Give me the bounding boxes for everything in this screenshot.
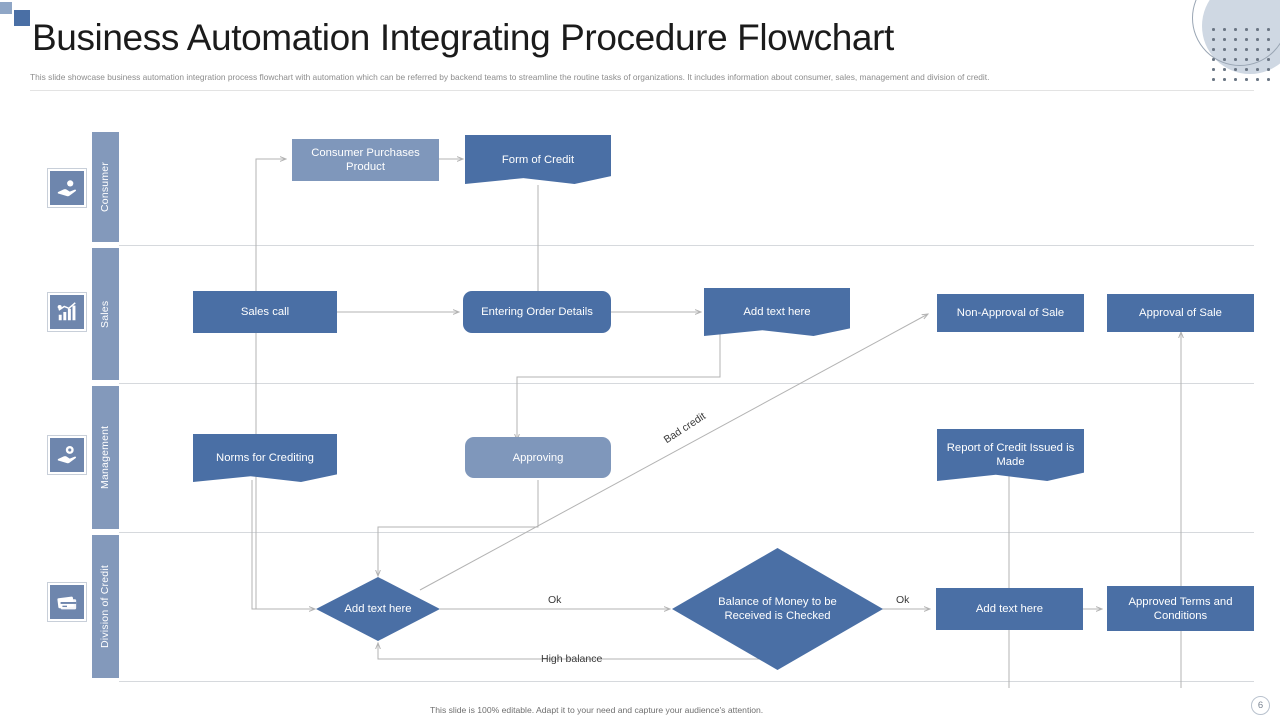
node-non-approval-of-sale[interactable]: Non-Approval of Sale: [937, 294, 1084, 332]
node-label: Norms for Crediting: [216, 452, 314, 464]
node-credit-add-text-here[interactable]: Add text here: [316, 577, 440, 641]
edge-label-high-balance: High balance: [541, 653, 603, 665]
page-number-badge: 6: [1251, 696, 1270, 715]
node-label: Form of Credit: [501, 153, 575, 166]
edge-bad-credit-diagonal: [419, 314, 928, 591]
lane-icon-consumer[interactable]: [47, 168, 87, 208]
node-credit-add-text-here-2[interactable]: Add text here: [936, 588, 1083, 630]
node-label: Consumer Purchases Product: [311, 147, 420, 173]
swimlane-band-division-of-credit[interactable]: Division of Credit: [92, 535, 119, 678]
page-subtitle: This slide showcase business automation …: [30, 72, 990, 82]
connector-layer: [251, 100, 1280, 688]
credit-cards-icon: [57, 596, 77, 610]
edge-sales-add-text-to-approving: [517, 332, 721, 440]
decorative-square-dark: [14, 10, 30, 26]
node-approval-of-sale[interactable]: Approval of Sale: [1107, 294, 1254, 332]
lane-icon-division-of-credit[interactable]: [47, 582, 87, 622]
swimlane-band-sales[interactable]: Sales: [92, 248, 119, 380]
node-norms-for-crediting[interactable]: Norms for Crediting: [193, 434, 337, 482]
lane-divider-4: [119, 681, 1254, 682]
node-form-of-credit[interactable]: Form of Credit: [465, 135, 611, 184]
edge-approving-to-credit-diamond: [378, 480, 539, 576]
node-label: Non-Approval of Sale: [956, 307, 1065, 319]
corner-decoration-top-right: [1160, 0, 1280, 100]
lane-icon-sales[interactable]: [47, 292, 87, 332]
corner-decoration-top-left: [0, 0, 40, 40]
footer-note: This slide is 100% editable. Adapt it to…: [430, 705, 764, 715]
node-label: Add text here: [975, 603, 1044, 615]
lane-icon-management[interactable]: [47, 435, 87, 475]
flowchart-canvas: Consumer Sales Management Division of Cr…: [0, 100, 1280, 690]
node-label: Approving: [512, 451, 564, 464]
hand-coin-icon: [57, 180, 77, 197]
node-label: Report of Credit Issued is Made: [946, 441, 1075, 468]
node-entering-order-details[interactable]: Entering Order Details: [463, 291, 611, 333]
swimlane-band-management[interactable]: Management: [92, 386, 119, 529]
node-approved-terms-conditions[interactable]: Approved Terms and Conditions: [1107, 586, 1254, 631]
edge-loop-to-consumer-purchases: [255, 159, 286, 609]
header-divider: [30, 90, 1254, 91]
node-label: Approved Terms and Conditions: [1128, 595, 1233, 622]
node-label: Add text here: [344, 603, 412, 615]
node-label: Entering Order Details: [481, 306, 593, 318]
edge-label-ok-1: Ok: [548, 594, 562, 606]
node-sales-call[interactable]: Sales call: [193, 291, 337, 333]
node-label: Balance of Money to be Received is Check…: [718, 596, 837, 622]
lane-divider-3: [119, 532, 1254, 533]
node-label: Sales call: [240, 306, 290, 318]
node-sales-add-text-here[interactable]: Add text here: [704, 288, 850, 336]
node-approving[interactable]: Approving: [465, 437, 611, 478]
edge-norms-to-credit-diamond: [251, 480, 315, 609]
lane-divider-1: [119, 245, 1254, 246]
hand-gear-icon: [57, 446, 77, 464]
node-consumer-purchases-product[interactable]: Consumer Purchases Product: [292, 139, 439, 181]
node-label: Add text here: [743, 306, 811, 318]
swimlane-band-consumer[interactable]: Consumer: [92, 132, 119, 242]
edge-label-ok-2: Ok: [896, 594, 910, 606]
page-title: Business Automation Integrating Procedur…: [32, 17, 894, 58]
node-balance-of-money-checked[interactable]: Balance of Money to be Received is Check…: [672, 548, 883, 670]
decorative-dot-grid: [1212, 28, 1278, 86]
bar-chart-growth-icon: [57, 302, 76, 321]
decorative-square-light: [0, 2, 12, 14]
node-report-of-credit-issued[interactable]: Report of Credit Issued is Made: [937, 429, 1084, 481]
lane-divider-2: [119, 383, 1254, 384]
node-label: Approval of Sale: [1139, 307, 1222, 319]
